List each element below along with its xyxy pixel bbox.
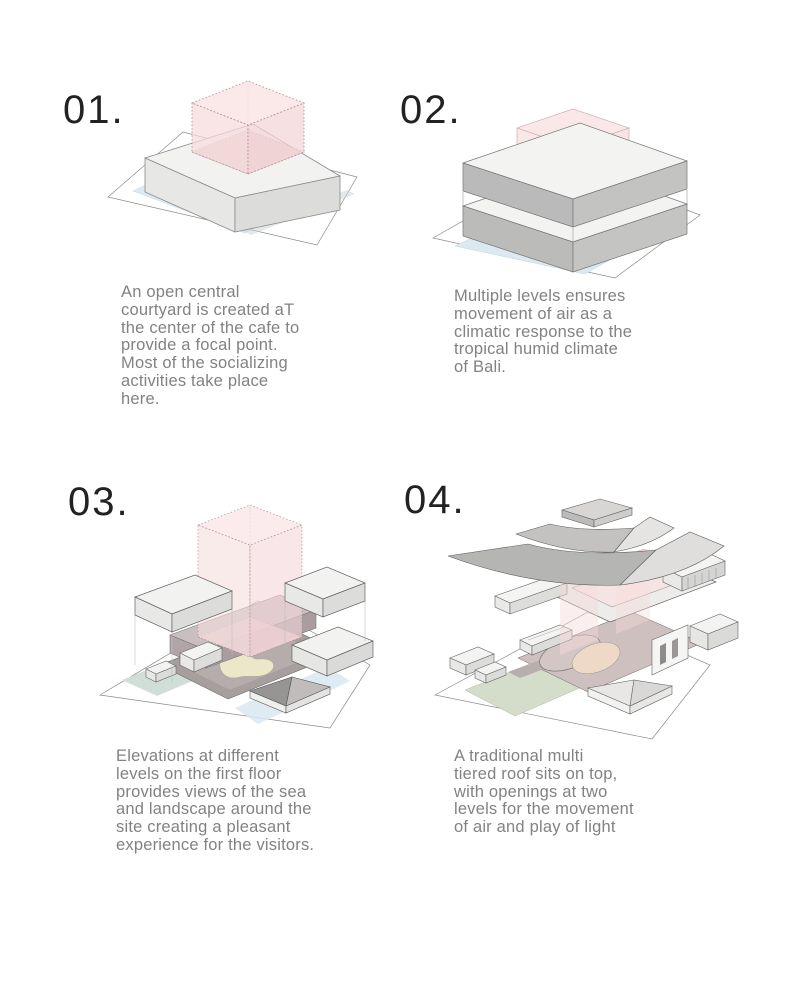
- multi-tiered-roof: [447, 498, 725, 586]
- right-wall-openings: [651, 624, 689, 676]
- floating-box-right: [284, 566, 366, 618]
- panel-03-caption: Elevations at different levels on the fi…: [116, 747, 315, 854]
- plate-boxes: [145, 641, 223, 683]
- diagram-04-tiered-roof: [433, 498, 739, 740]
- diagram-01-courtyard-massing: [107, 80, 358, 246]
- dome-peach: [571, 642, 621, 674]
- panel-01-caption: An open central courtyard is created aT …: [121, 283, 300, 408]
- panel-04-caption: A traditional multi tiered roof sits on …: [454, 747, 634, 837]
- floating-box-left: [134, 574, 233, 633]
- courtyard-volume: [197, 504, 303, 658]
- left-parapet: [494, 575, 568, 615]
- projection-lines: [134, 601, 366, 683]
- pavilion: [586, 679, 674, 715]
- upper-level-slab: [461, 122, 689, 228]
- right-terrace-box: [291, 626, 374, 677]
- glass-corner-lines: [462, 190, 688, 242]
- right-ground-box: [689, 613, 739, 651]
- left-ground-boxes: [449, 624, 573, 684]
- panel-02-caption: Multiple levels ensures movement of air …: [454, 287, 633, 377]
- courtyard-volume: [190, 80, 306, 175]
- pavilion-roof: [249, 676, 331, 714]
- panel-01-number: 01.: [63, 88, 125, 132]
- panel-04-number: 04.: [404, 478, 466, 522]
- diagram-02-stacked-levels: [432, 108, 701, 279]
- diagram-03-split-levels: [98, 504, 374, 729]
- panel-02-number: 02.: [400, 88, 462, 132]
- panel-03-number: 03.: [68, 480, 130, 524]
